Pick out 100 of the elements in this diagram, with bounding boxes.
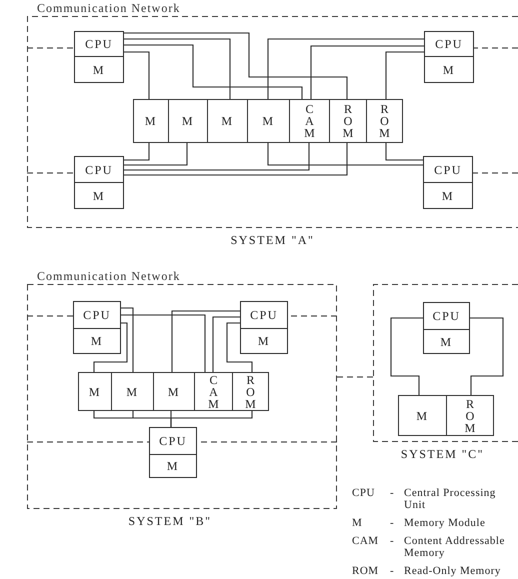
module-label: CPU xyxy=(250,308,278,322)
module-label: M xyxy=(92,188,106,202)
module-label: ROM xyxy=(378,103,390,139)
module-label: ROM xyxy=(464,398,476,434)
connection-line xyxy=(170,411,253,427)
connection-line xyxy=(124,143,150,161)
memory-cell xyxy=(446,395,494,436)
module-box xyxy=(73,328,121,354)
memory-cell xyxy=(366,99,403,143)
memory-cell xyxy=(111,372,154,411)
abbreviation: CAM xyxy=(352,535,380,549)
dash-separator: - xyxy=(390,517,396,529)
module-box xyxy=(423,329,470,354)
connection-line xyxy=(385,51,424,99)
memory-cell xyxy=(133,99,169,143)
memory-cell xyxy=(168,99,208,143)
module-label: M xyxy=(442,62,456,76)
module-box xyxy=(423,156,473,183)
module-label: CAM xyxy=(304,103,316,139)
definition: Central Processing Unit xyxy=(404,487,497,511)
module-box xyxy=(73,301,121,329)
module-label: M xyxy=(90,334,104,348)
module-label: ROM xyxy=(342,103,354,139)
module-label: CPU xyxy=(432,309,460,323)
system-label: SYSTEM "A" xyxy=(230,233,314,247)
memory-cell xyxy=(153,372,195,411)
module-label: CPU xyxy=(83,308,111,322)
module-box xyxy=(149,427,197,455)
connection-line xyxy=(267,38,424,99)
connection-line xyxy=(124,44,303,99)
module-box xyxy=(74,156,124,183)
dash-separator: - xyxy=(390,535,396,549)
module-label: ROM xyxy=(244,374,256,410)
connection-line xyxy=(124,143,310,171)
module-box xyxy=(240,301,288,329)
system-label: SYSTEM "C" xyxy=(400,447,484,461)
connection-line xyxy=(470,317,504,395)
network-line xyxy=(472,172,518,174)
module-box xyxy=(423,182,473,209)
module-label: M xyxy=(126,384,139,398)
module-label: CPU xyxy=(435,37,463,51)
memory-cell xyxy=(78,372,112,411)
module-label: M xyxy=(442,188,454,202)
module-box xyxy=(240,328,288,354)
connection-line xyxy=(124,143,188,166)
memory-cell xyxy=(207,99,248,143)
connection-line xyxy=(124,143,348,176)
connection-line xyxy=(124,32,348,99)
connection-line xyxy=(121,314,206,372)
module-label: CAM xyxy=(208,374,220,410)
module-box xyxy=(74,56,124,83)
module-box xyxy=(74,182,124,209)
connection-line xyxy=(212,316,240,372)
module-label: M xyxy=(262,114,275,128)
connection-line xyxy=(226,322,253,372)
module-label: M xyxy=(166,459,180,473)
module-label: M xyxy=(144,114,158,128)
module-label: M xyxy=(440,334,453,348)
memory-cell xyxy=(247,99,290,143)
definition: Memory Module xyxy=(404,517,486,529)
module-label: CPU xyxy=(85,162,113,176)
module-label: M xyxy=(258,334,270,348)
module-box xyxy=(424,56,474,83)
module-label: M xyxy=(168,384,180,398)
module-label: CPU xyxy=(85,37,113,51)
module-label: M xyxy=(416,408,429,422)
system-label: SYSTEM "B" xyxy=(128,514,212,528)
connection-line xyxy=(267,143,423,166)
module-box xyxy=(423,302,470,330)
connection-line xyxy=(124,51,150,99)
connection-line xyxy=(121,307,134,372)
memory-cell xyxy=(398,395,447,436)
module-label: M xyxy=(88,384,102,398)
connection-line xyxy=(124,38,231,99)
abbreviation: CPU xyxy=(352,487,376,501)
module-label: M xyxy=(182,114,194,128)
connection-line xyxy=(93,322,128,372)
module-label: CPU xyxy=(159,434,187,448)
network-line xyxy=(26,172,74,174)
connection-line xyxy=(310,45,424,99)
connection-line xyxy=(390,317,423,395)
definition: Content Addressable Memory xyxy=(404,535,506,559)
memory-cell xyxy=(329,99,367,143)
connection-line xyxy=(171,310,240,372)
module-label: M xyxy=(92,62,106,76)
abbreviation: ROM xyxy=(352,565,380,577)
module-label: M xyxy=(221,114,234,128)
memory-cell xyxy=(289,99,330,143)
memory-cell xyxy=(194,372,233,411)
dash-separator: - xyxy=(390,487,396,501)
dash-separator: - xyxy=(390,565,396,577)
abbreviation: M xyxy=(352,517,364,529)
network-line xyxy=(336,376,374,378)
network-label: Communication Network xyxy=(37,270,180,283)
module-box xyxy=(424,31,474,57)
connection-line xyxy=(385,143,423,161)
module-box xyxy=(149,454,197,478)
module-box xyxy=(74,31,124,57)
network-label: Communication Network xyxy=(37,2,180,15)
definition: Read-Only Memory xyxy=(404,565,502,577)
